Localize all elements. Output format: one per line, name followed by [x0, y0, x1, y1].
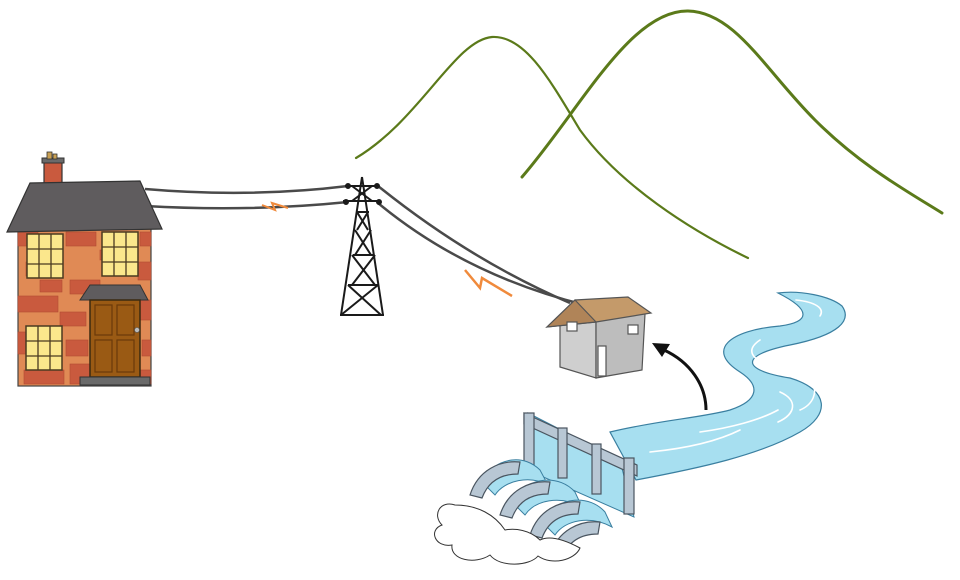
spark-icon-house-line — [261, 201, 289, 212]
spark-icon-station-line — [464, 269, 513, 298]
hill-right — [520, 9, 944, 215]
arrow-river-to-station — [652, 343, 708, 411]
house-windows — [25, 231, 139, 371]
dam-icon — [434, 412, 638, 565]
power-line-house-bottom — [144, 200, 349, 210]
hill-left — [354, 35, 750, 260]
power-line-station-bottom — [377, 202, 586, 307]
powerhouse-icon — [545, 296, 653, 379]
house-door — [89, 299, 141, 378]
splash-icon — [434, 503, 581, 565]
power-line-house-top — [144, 184, 349, 195]
river-icon — [609, 291, 846, 481]
house-icon — [6, 151, 163, 387]
power-line-station-top — [377, 185, 571, 305]
hills-icon — [354, 9, 944, 260]
pylon-icon — [340, 176, 384, 316]
power-lines — [144, 184, 586, 307]
